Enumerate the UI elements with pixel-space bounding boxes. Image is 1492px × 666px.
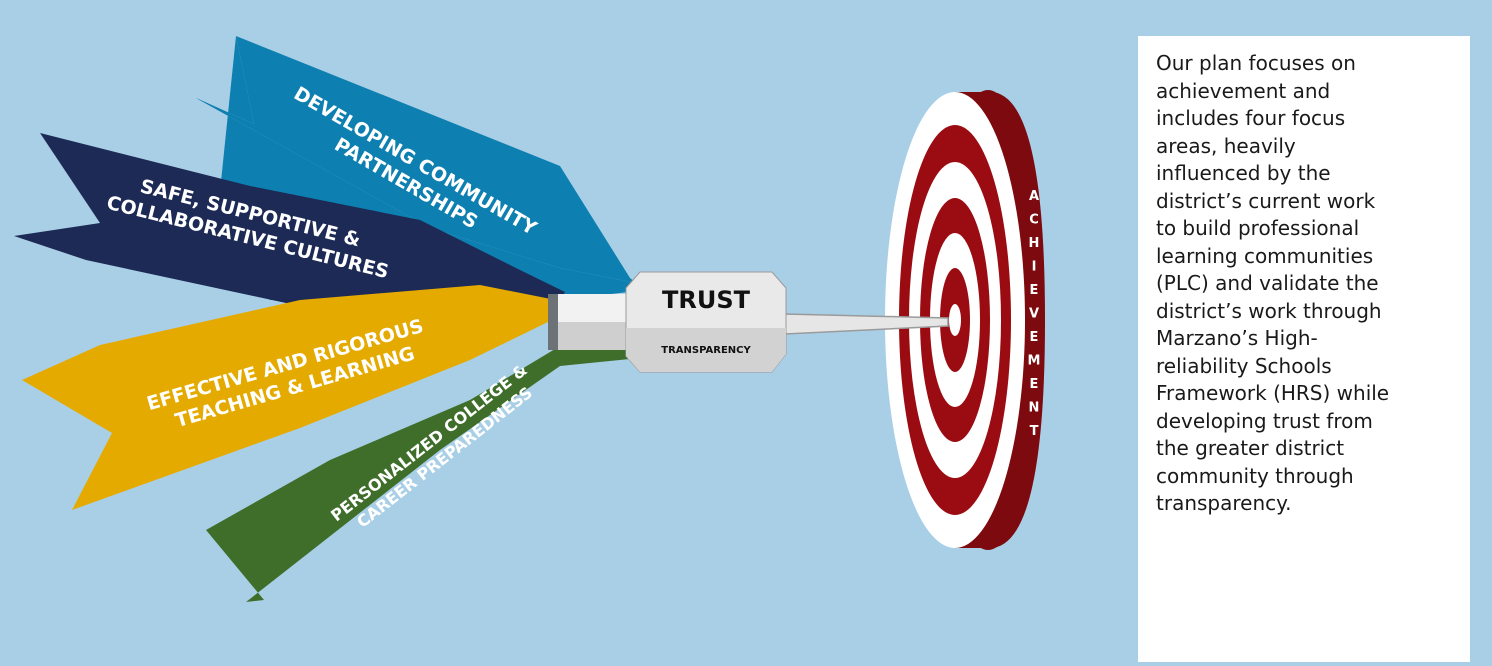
achievement-letter: A [1029,189,1039,204]
achievement-letter: E [1030,377,1039,392]
achievement-letter: M [1028,354,1041,369]
info-box: Our plan focuses on achievement and incl… [1138,36,1470,662]
achievement-letter: C [1029,213,1039,228]
achievement-letter: H [1029,236,1040,251]
achievement-letter: E [1030,330,1039,345]
info-text: Our plan focuses on achievement and incl… [1156,51,1390,515]
achievement-letter: I [1032,260,1037,275]
achievement-letter: V [1029,307,1039,322]
banner-safe: SAFE, SUPPORTIVE & COLLABORATIVE CULTURE… [14,133,565,306]
achievement-letter: E [1030,283,1039,298]
dart-title: TRUST [662,286,751,314]
achievement-letter: N [1029,401,1040,416]
dart-subtitle: TRANSPARENCY [661,345,751,356]
achievement-letter: T [1030,424,1039,439]
dart-trust: TRUST TRANSPARENCY [548,271,949,373]
